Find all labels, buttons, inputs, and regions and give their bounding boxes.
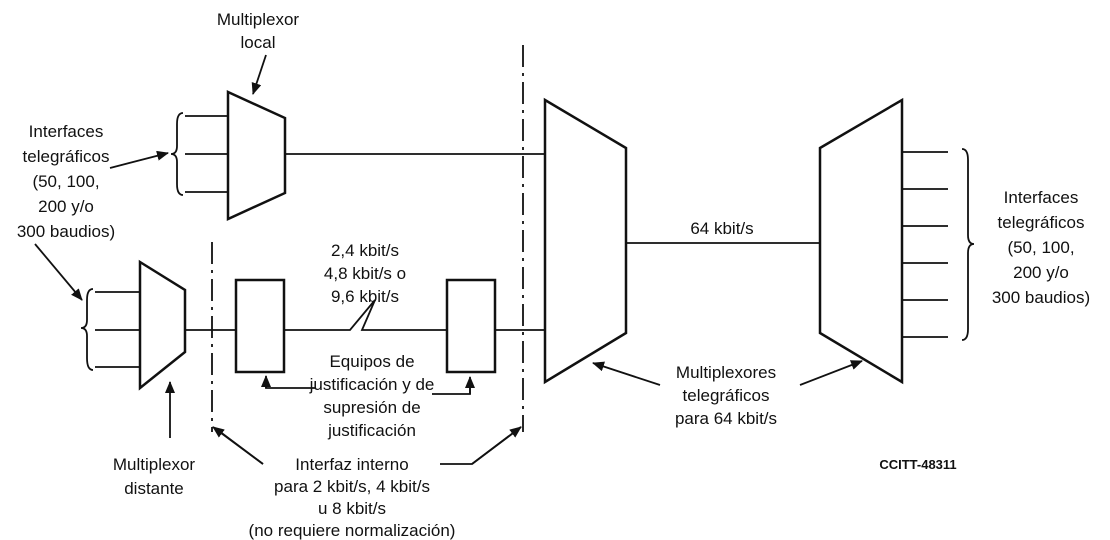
left-interfaces-line-4: 200 y/o <box>38 197 94 216</box>
mux64-label-line-2: telegráficos <box>683 386 770 405</box>
justification-line-2: justificación y de <box>309 375 435 394</box>
right-interfaces-line-2: telegráficos <box>998 213 1085 232</box>
local-multiplexor-shape <box>226 90 287 221</box>
remote-mux-label-line-2: distante <box>124 479 184 498</box>
internal-interface-line-3: u 8 kbit/s <box>318 499 386 518</box>
justification-box-right <box>445 278 497 374</box>
rate-label-1: 2,4 kbit/s <box>331 241 399 260</box>
rate-label-3: 9,6 kbit/s <box>331 287 399 306</box>
justification-box-left <box>234 278 286 374</box>
mux64-label-line-3: para 64 kbit/s <box>675 409 777 428</box>
right-interfaces-label: Interfaces telegráficos (50, 100, 200 y/… <box>992 188 1090 307</box>
arrow-interfaces-top <box>109 150 169 169</box>
right-interfaces-line-1: Interfaces <box>1004 188 1079 207</box>
rate-label-2: 4,8 kbit/s o <box>324 264 406 283</box>
arrow-justification-right <box>432 380 471 395</box>
justification-label: Equipos de justificación y de supresión … <box>309 352 435 440</box>
mux64-label-line-1: Multiplexores <box>676 363 776 382</box>
local-mux-label: Multiplexor local <box>217 10 300 52</box>
internal-interface-line-2: para 2 kbit/s, 4 kbit/s <box>274 477 430 496</box>
mux-64-left-shape <box>543 97 628 385</box>
transmission-line-zigzag <box>284 299 447 331</box>
remote-multiplexor-shape <box>138 259 187 391</box>
rates-label: 2,4 kbit/s 4,8 kbit/s o 9,6 kbit/s <box>324 241 406 306</box>
trunk-rate-label: 64 kbit/s <box>690 219 753 238</box>
arrow-mux64-right <box>799 360 863 386</box>
left-interfaces-brace-bottom <box>80 288 94 371</box>
arrow-mux64-left <box>592 361 661 386</box>
right-interfaces-line-4: 200 y/o <box>1013 263 1069 282</box>
left-interfaces-brace-top <box>170 112 184 196</box>
right-interfaces-brace <box>961 148 975 341</box>
right-interfaces-line-5: 300 baudios) <box>992 288 1090 307</box>
mux-64-right-shape <box>818 97 904 385</box>
local-mux-label-line-2: local <box>241 33 276 52</box>
remote-mux-label-line-1: Multiplexor <box>113 455 196 474</box>
arrow-justification-left <box>265 378 315 389</box>
left-interfaces-line-2: telegráficos <box>23 147 110 166</box>
arrow-interfaces-bottom <box>34 243 83 301</box>
left-interfaces-line-3: (50, 100, <box>32 172 99 191</box>
mux64-label: Multiplexores telegráficos para 64 kbit/… <box>675 363 777 428</box>
left-interfaces-line-5: 300 baudios) <box>17 222 115 241</box>
left-interfaces-line-1: Interfaces <box>29 122 104 141</box>
justification-line-4: justificación <box>327 421 416 440</box>
internal-interface-line-1: Interfaz interno <box>295 455 408 474</box>
remote-mux-label: Multiplexor distante <box>113 455 196 498</box>
arrow-local-mux <box>251 54 267 95</box>
right-interfaces-line-3: (50, 100, <box>1007 238 1074 257</box>
figure-code: CCITT-48311 <box>879 457 956 472</box>
left-interfaces-label: Interfaces telegráficos (50, 100, 200 y/… <box>17 122 115 241</box>
justification-line-3: supresión de <box>323 398 420 417</box>
internal-interface-line-4: (no requiere normalización) <box>249 521 456 540</box>
local-mux-label-line-1: Multiplexor <box>217 10 300 29</box>
internal-interface-label: Interfaz interno para 2 kbit/s, 4 kbit/s… <box>249 455 456 540</box>
arrow-boundary-right <box>471 426 522 465</box>
arrow-boundary-left <box>212 426 264 465</box>
justification-line-1: Equipos de <box>329 352 414 371</box>
